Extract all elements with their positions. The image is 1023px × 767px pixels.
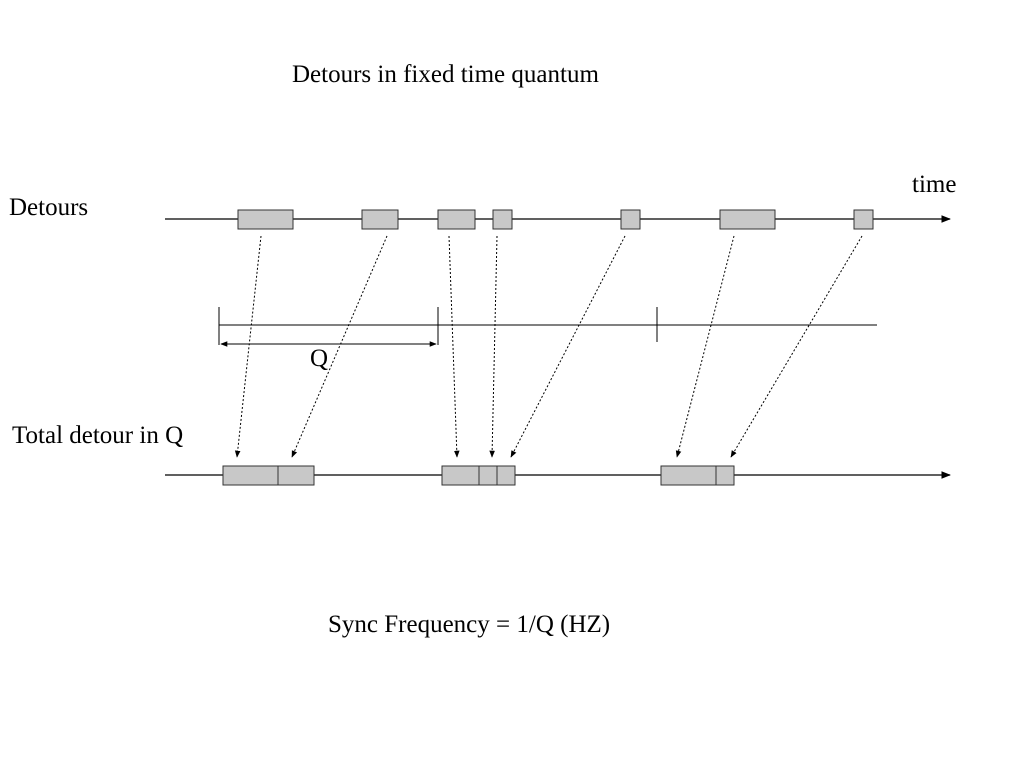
mapping-arrow [730, 235, 863, 458]
detours-row-label: Detours [9, 194, 89, 221]
quantum-label: Q [310, 345, 329, 372]
aggregate-box [222, 465, 279, 486]
aggregate-box [478, 465, 498, 486]
total-detour-row-label: Total detour in Q [12, 422, 184, 449]
mapping-arrow [489, 235, 498, 458]
sync-frequency-formula: Sync Frequency = 1/Q (HZ) [328, 611, 611, 638]
aggregate-box [441, 465, 480, 486]
mapping-arrow [291, 235, 388, 458]
aggregate-box [715, 465, 735, 486]
diagram-title: Detours in fixed time quantum [292, 61, 599, 88]
detour-box [620, 209, 641, 230]
detour-box [237, 209, 294, 230]
aggregate-box [660, 465, 717, 486]
detour-box [719, 209, 776, 230]
detour-boxes [237, 209, 874, 230]
detour-box [361, 209, 399, 230]
detour-box [492, 209, 513, 230]
total-detour-boxes [222, 465, 735, 486]
mapping-arrows [234, 235, 863, 458]
time-axis-label: time [912, 171, 957, 198]
aggregate-box [277, 465, 315, 486]
aggregate-box [496, 465, 516, 486]
mapping-arrow [234, 235, 262, 458]
detour-box [853, 209, 874, 230]
detour-box [437, 209, 476, 230]
mapping-arrow [448, 235, 460, 458]
mapping-arrow [675, 235, 735, 458]
mapping-arrow [510, 235, 626, 458]
